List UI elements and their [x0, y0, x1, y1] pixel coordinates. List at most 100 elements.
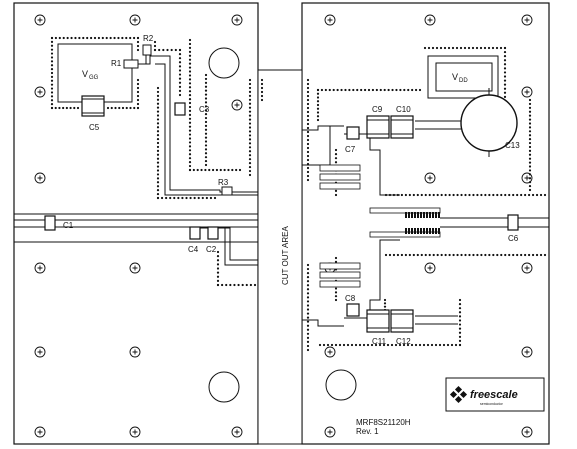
via-dot	[50, 75, 54, 78]
via-dot	[248, 130, 252, 133]
via-dot	[193, 196, 196, 200]
via-dot	[334, 291, 338, 294]
mounting-hole	[424, 14, 436, 26]
vgg-label: V	[82, 69, 88, 79]
via-dot	[216, 283, 220, 287]
via-dot	[188, 66, 192, 69]
via-dot	[238, 168, 242, 172]
c2-label: C2	[206, 245, 217, 254]
c4-label: C4	[188, 245, 199, 254]
via-dot	[528, 145, 532, 149]
mounting-hole	[34, 262, 46, 274]
via-dot	[188, 74, 192, 77]
via-dot	[156, 169, 160, 172]
mounting-hole-cross	[37, 349, 43, 355]
mounting-hole	[324, 346, 336, 358]
via-dot	[528, 126, 532, 129]
via-dot	[350, 343, 354, 347]
via-dot	[531, 253, 535, 257]
via-dot	[216, 267, 220, 270]
mounting-hole-cross	[37, 265, 43, 271]
via-dot	[215, 168, 219, 172]
via-dot	[342, 343, 346, 347]
via-dot	[136, 98, 140, 102]
via-dot	[133, 106, 136, 110]
via-dot	[503, 79, 507, 82]
via-dot	[188, 157, 192, 160]
via-dot	[156, 118, 160, 121]
via-dot	[503, 87, 507, 90]
via-dot	[156, 173, 160, 176]
via-dot	[391, 88, 394, 92]
stub-finger	[423, 212, 425, 218]
via-dot	[418, 343, 422, 347]
via-dot	[334, 287, 338, 290]
via-dot	[306, 86, 310, 90]
mounting-hole	[34, 86, 46, 98]
via-dot	[306, 158, 310, 162]
mounting-hole	[129, 426, 141, 438]
via-dot	[471, 46, 475, 50]
via-dot	[219, 168, 222, 172]
via-dot	[426, 343, 430, 347]
via-dot	[209, 196, 213, 200]
via-dot	[248, 173, 252, 177]
via-dot	[460, 253, 463, 257]
via-dot	[446, 343, 450, 347]
via-dot	[204, 113, 208, 116]
via-dot	[374, 343, 378, 347]
mounting-hole-cross	[234, 429, 240, 435]
via-dot	[306, 174, 310, 178]
mounting-hole-cross	[524, 429, 530, 435]
via-dot	[528, 161, 532, 164]
via-dot	[464, 193, 467, 197]
c12-label: C12	[396, 337, 411, 346]
via-dot	[410, 343, 414, 347]
mounting-hole	[34, 172, 46, 184]
via-dot	[451, 46, 455, 50]
via-dot	[86, 36, 89, 40]
via-dot	[528, 149, 532, 152]
via-dot	[458, 302, 462, 306]
via-dot	[491, 46, 495, 50]
via-dot	[407, 88, 410, 92]
mounting-hole	[521, 14, 533, 26]
via-dot	[458, 339, 462, 343]
via-dot	[408, 193, 411, 197]
via-dot	[503, 55, 507, 58]
mounting-hole	[231, 426, 243, 438]
via-dot	[62, 36, 65, 40]
via-dot	[136, 82, 140, 86]
via-dot	[472, 193, 475, 197]
mounting-hole	[424, 262, 436, 274]
via-dot	[503, 83, 507, 86]
via-dot	[129, 36, 132, 40]
via-dot	[503, 46, 507, 50]
via-dot	[467, 46, 471, 50]
via-dot	[248, 98, 252, 101]
via-dot	[125, 106, 128, 110]
via-dot	[188, 90, 192, 93]
via-dot	[50, 56, 54, 59]
via-dot	[188, 70, 192, 73]
via-dot	[188, 86, 192, 89]
via-dot	[136, 36, 140, 40]
via-dot	[458, 327, 462, 330]
via-dot	[435, 46, 439, 50]
via-dot	[528, 118, 532, 121]
revision: Rev. 1	[356, 427, 379, 436]
via-dot	[225, 283, 228, 287]
via-dot	[153, 40, 157, 44]
mounting-hole	[324, 426, 336, 438]
via-dot	[326, 343, 330, 347]
via-dot	[156, 98, 160, 101]
via-dot	[348, 88, 351, 92]
via-dot	[306, 178, 310, 182]
via-dot	[204, 159, 208, 163]
via-dot	[442, 343, 446, 347]
mounting-hole-cross	[524, 265, 530, 271]
stub-finger	[420, 228, 422, 234]
logo-text: freescale	[470, 389, 518, 401]
via-dot	[156, 114, 160, 117]
via-dot	[188, 97, 192, 101]
